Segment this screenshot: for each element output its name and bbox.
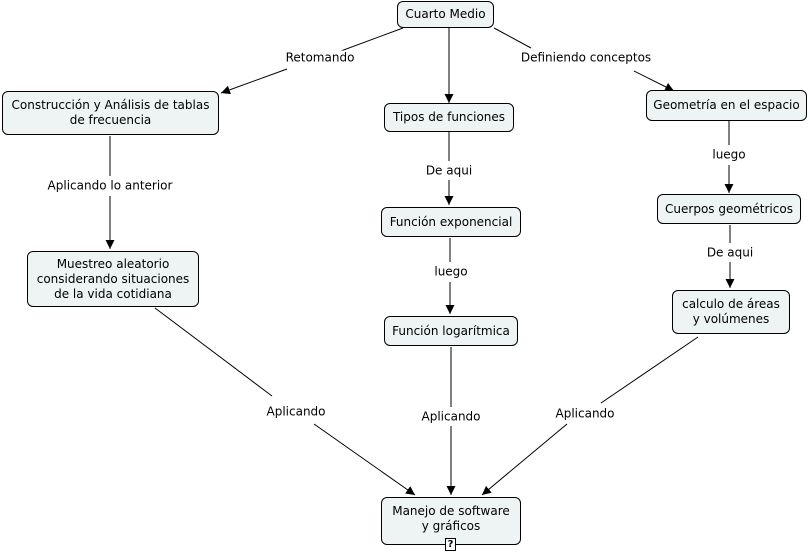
link-aplicando-center: Aplicando (420, 409, 482, 425)
connector-aplicando-right-a (600, 336, 699, 404)
link-retomando: Retomando (284, 50, 356, 66)
connector-retomando-b (220, 68, 288, 95)
node-cuarto-medio[interactable]: Cuarto Medio (397, 1, 494, 28)
node-manejo-software[interactable]: Manejo de software y gráficos (381, 497, 521, 545)
link-definiendo: Definiendo conceptos (519, 50, 653, 66)
node-funcion-logaritmica[interactable]: Función logarítmica (384, 316, 518, 346)
connector-aplicando-left-a (154, 307, 273, 397)
node-tipos-funciones[interactable]: Tipos de funciones (384, 103, 514, 132)
connector-definiendo-b (633, 70, 675, 92)
link-de-aqui-2: De aqui (705, 245, 755, 261)
link-luego-1: luego (433, 264, 469, 280)
link-aplicando-left: Aplicando (265, 404, 327, 420)
link-aplicando-anterior: Aplicando lo anterior (46, 178, 174, 194)
node-calculo[interactable]: calculo de áreas y volúmenes (672, 290, 790, 334)
connector-definiendo-a (493, 27, 532, 49)
node-funcion-exponencial[interactable]: Función exponencial (381, 207, 521, 237)
connector-aplicando-left-b (313, 423, 416, 496)
node-geometria[interactable]: Geometría en el espacio (646, 90, 807, 121)
connector-aplicando-right-b (481, 423, 568, 496)
link-aplicando-right: Aplicando (554, 406, 616, 422)
help-icon[interactable]: ? (445, 538, 456, 551)
node-cuerpos-geometricos[interactable]: Cuerpos geométricos (657, 194, 801, 224)
node-construccion[interactable]: Construcción y Análisis de tablas de fre… (2, 91, 219, 135)
link-de-aqui-1: De aqui (424, 163, 474, 179)
node-muestreo[interactable]: Muestreo aleatorio considerando situacio… (27, 251, 199, 307)
link-luego-2: luego (711, 147, 747, 163)
